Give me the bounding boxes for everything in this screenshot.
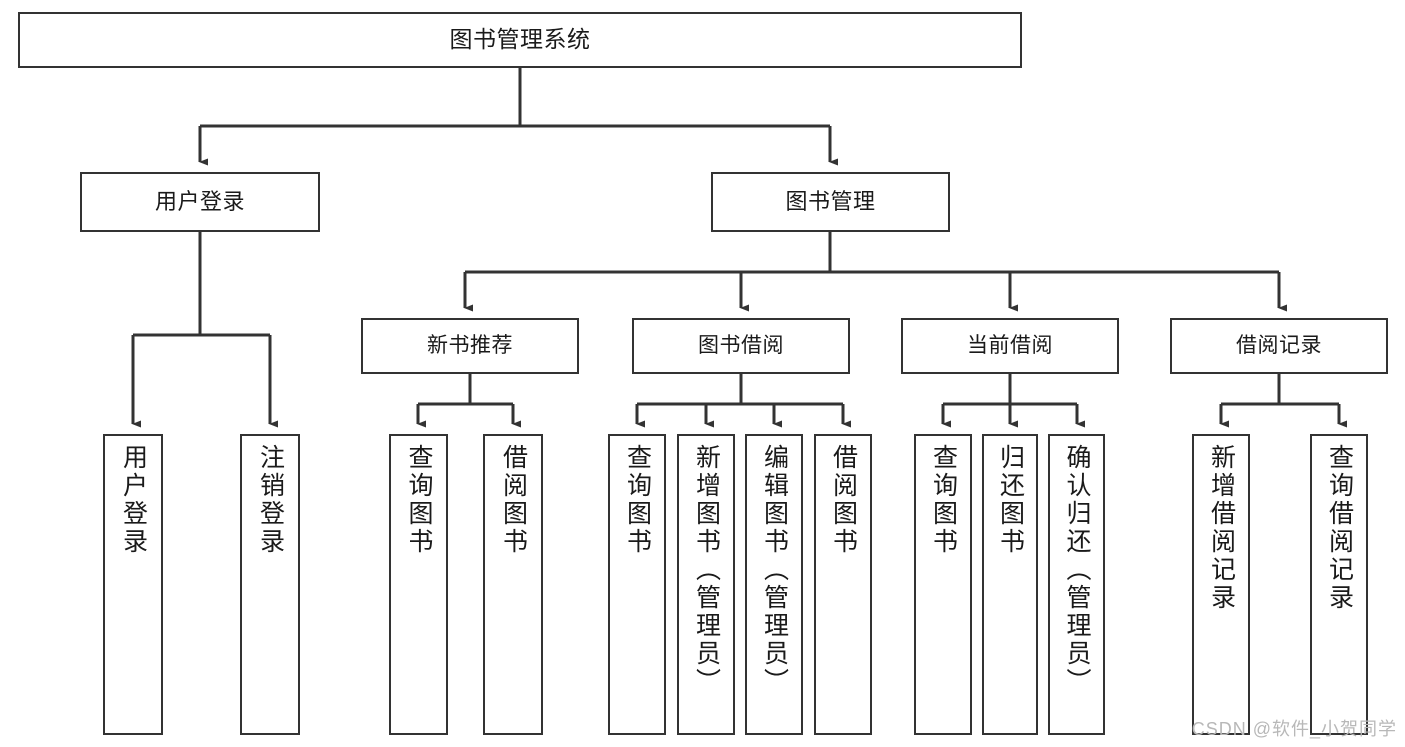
node-leaf-borrow-book-2-label: 借阅图书 [829, 444, 858, 556]
node-book-manage[interactable]: 图书管理 [711, 172, 950, 232]
node-leaf-add-book-admin-label: 新增图书（管理员） [692, 444, 721, 696]
node-new-book-recommend[interactable]: 新书推荐 [361, 318, 579, 374]
node-leaf-return-book-label: 归还图书 [996, 444, 1025, 556]
node-book-borrow-label: 图书借阅 [698, 334, 784, 358]
node-leaf-user-logout[interactable]: 注销登录 [240, 434, 300, 735]
node-leaf-return-book[interactable]: 归还图书 [982, 434, 1038, 735]
node-root[interactable]: 图书管理系统 [18, 12, 1022, 68]
node-current-borrow-label: 当前借阅 [967, 334, 1053, 358]
node-leaf-add-borrow-record-label: 新增借阅记录 [1207, 444, 1236, 612]
node-leaf-query-book-3-label: 查询图书 [929, 444, 958, 556]
node-leaf-borrow-book-1[interactable]: 借阅图书 [483, 434, 543, 735]
node-root-label: 图书管理系统 [449, 26, 591, 53]
node-leaf-add-book-admin[interactable]: 新增图书（管理员） [677, 434, 735, 735]
node-current-borrow[interactable]: 当前借阅 [901, 318, 1119, 374]
node-leaf-user-logout-label: 注销登录 [256, 444, 285, 556]
watermark-text: CSDN @软件_小贺同学 [1191, 719, 1397, 739]
node-borrow-record[interactable]: 借阅记录 [1170, 318, 1388, 374]
node-leaf-query-book-1-label: 查询图书 [405, 444, 433, 556]
node-leaf-query-book-3[interactable]: 查询图书 [914, 434, 972, 735]
node-leaf-user-login[interactable]: 用户登录 [103, 434, 163, 735]
node-leaf-confirm-return-label: 确认归还（管理员） [1063, 444, 1091, 696]
node-leaf-edit-book-admin[interactable]: 编辑图书（管理员） [745, 434, 803, 735]
node-leaf-borrow-book-1-label: 借阅图书 [499, 444, 528, 556]
node-user-login[interactable]: 用户登录 [80, 172, 320, 232]
node-borrow-record-label: 借阅记录 [1236, 334, 1322, 358]
node-book-manage-label: 图书管理 [785, 188, 876, 214]
node-leaf-query-book-1[interactable]: 查询图书 [389, 434, 448, 735]
node-leaf-borrow-book-2[interactable]: 借阅图书 [814, 434, 872, 735]
node-leaf-query-borrow-record[interactable]: 查询借阅记录 [1310, 434, 1368, 735]
node-leaf-add-borrow-record[interactable]: 新增借阅记录 [1192, 434, 1250, 735]
node-new-book-recommend-label: 新书推荐 [427, 334, 513, 358]
node-leaf-edit-book-admin-label: 编辑图书（管理员） [760, 444, 789, 696]
node-leaf-query-book-2[interactable]: 查询图书 [608, 434, 666, 735]
node-leaf-query-borrow-record-label: 查询借阅记录 [1325, 444, 1354, 612]
node-user-login-label: 用户登录 [154, 188, 245, 214]
node-leaf-user-login-label: 用户登录 [119, 444, 148, 556]
node-leaf-confirm-return[interactable]: 确认归还（管理员） [1048, 434, 1105, 735]
node-leaf-query-book-2-label: 查询图书 [623, 444, 652, 556]
node-book-borrow[interactable]: 图书借阅 [632, 318, 850, 374]
